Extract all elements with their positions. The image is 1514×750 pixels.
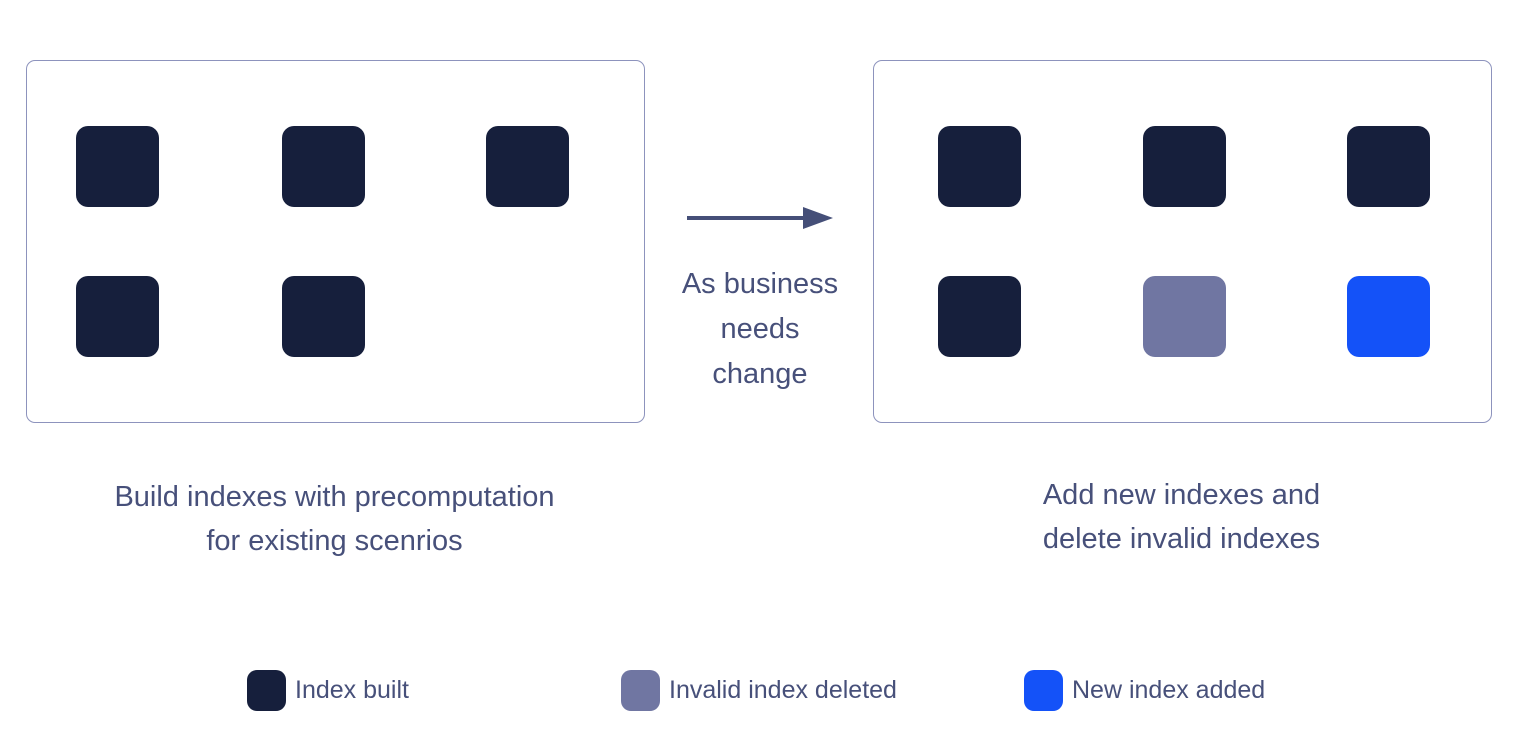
index-built-square xyxy=(938,126,1021,207)
right-arrow-icon xyxy=(687,207,833,229)
legend-label: Index built xyxy=(295,676,409,704)
index-built-square xyxy=(1347,126,1430,207)
arrow-label-line: needs xyxy=(720,313,800,345)
arrow-label: As business needs change xyxy=(640,262,880,397)
new-index-added-square xyxy=(1347,276,1430,357)
index-built-square xyxy=(486,126,569,207)
caption-line: Build indexes with precomputation xyxy=(114,481,555,513)
after-caption: Add new indexes and delete invalid index… xyxy=(873,473,1490,561)
legend-label: New index added xyxy=(1072,676,1266,704)
index-built-square xyxy=(1143,126,1226,207)
legend-item-invalid-index-deleted: Invalid index deleted xyxy=(621,670,897,711)
caption-line: Add new indexes and xyxy=(1042,479,1321,511)
arrow-label-line: As business xyxy=(681,268,839,300)
before-caption: Build indexes with precomputation for ex… xyxy=(26,475,643,563)
legend-swatch-built xyxy=(247,670,286,711)
caption-line: delete invalid indexes xyxy=(1042,523,1321,555)
legend-swatch-added xyxy=(1024,670,1063,711)
arrow-head xyxy=(803,207,833,229)
before-panel xyxy=(26,60,645,423)
legend-item-index-built: Index built xyxy=(247,670,409,711)
legend-label: Invalid index deleted xyxy=(669,676,897,704)
index-built-square xyxy=(76,276,159,357)
index-built-square xyxy=(76,126,159,207)
legend-item-new-index-added: New index added xyxy=(1024,670,1265,711)
after-panel xyxy=(873,60,1492,423)
arrow-label-line: change xyxy=(712,358,808,390)
invalid-index-deleted-square xyxy=(1143,276,1226,357)
index-built-square xyxy=(282,126,365,207)
caption-line: for existing scenrios xyxy=(206,525,463,557)
legend-swatch-deleted xyxy=(621,670,660,711)
index-built-square xyxy=(282,276,365,357)
index-built-square xyxy=(938,276,1021,357)
